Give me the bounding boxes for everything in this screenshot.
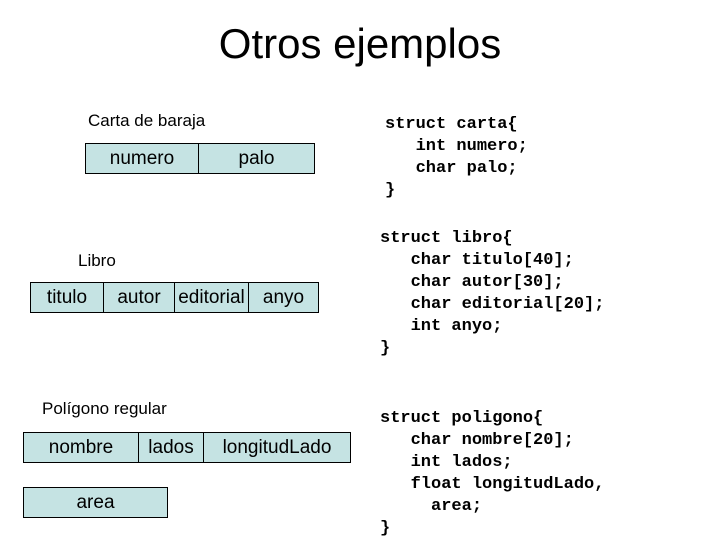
code-block-libro: struct libro{ char titulo[40]; char auto… xyxy=(380,229,605,358)
field-cell-lados: lados xyxy=(138,432,204,463)
code-block-carta: struct carta{ int numero; char palo; } xyxy=(385,115,528,200)
field-cell-editorial: editorial xyxy=(174,282,249,313)
struct-table-libro: titulo autor editorial anyo xyxy=(30,282,319,313)
field-cell-longitudlado: longitudLado xyxy=(203,432,351,463)
field-cell-nombre: nombre xyxy=(23,432,139,463)
struct-table-carta: numero palo xyxy=(85,143,315,174)
field-cell-autor: autor xyxy=(103,282,175,313)
field-cell-titulo: titulo xyxy=(30,282,104,313)
field-cell-numero: numero xyxy=(85,143,199,174)
field-cell-area: area xyxy=(23,487,168,518)
code-block-poligono: struct poligono{ char nombre[20]; int la… xyxy=(380,409,605,538)
struct-table-poligono: nombre lados longitudLado xyxy=(23,432,351,463)
example-label-carta: Carta de baraja xyxy=(88,111,206,130)
struct-table-poligono-row2: area xyxy=(23,487,168,518)
example-label-poligono: Polígono regular xyxy=(42,399,167,418)
field-cell-palo: palo xyxy=(198,143,315,174)
slide-title: Otros ejemplos xyxy=(218,20,502,67)
example-label-libro: Libro xyxy=(78,251,116,270)
field-cell-anyo: anyo xyxy=(248,282,319,313)
